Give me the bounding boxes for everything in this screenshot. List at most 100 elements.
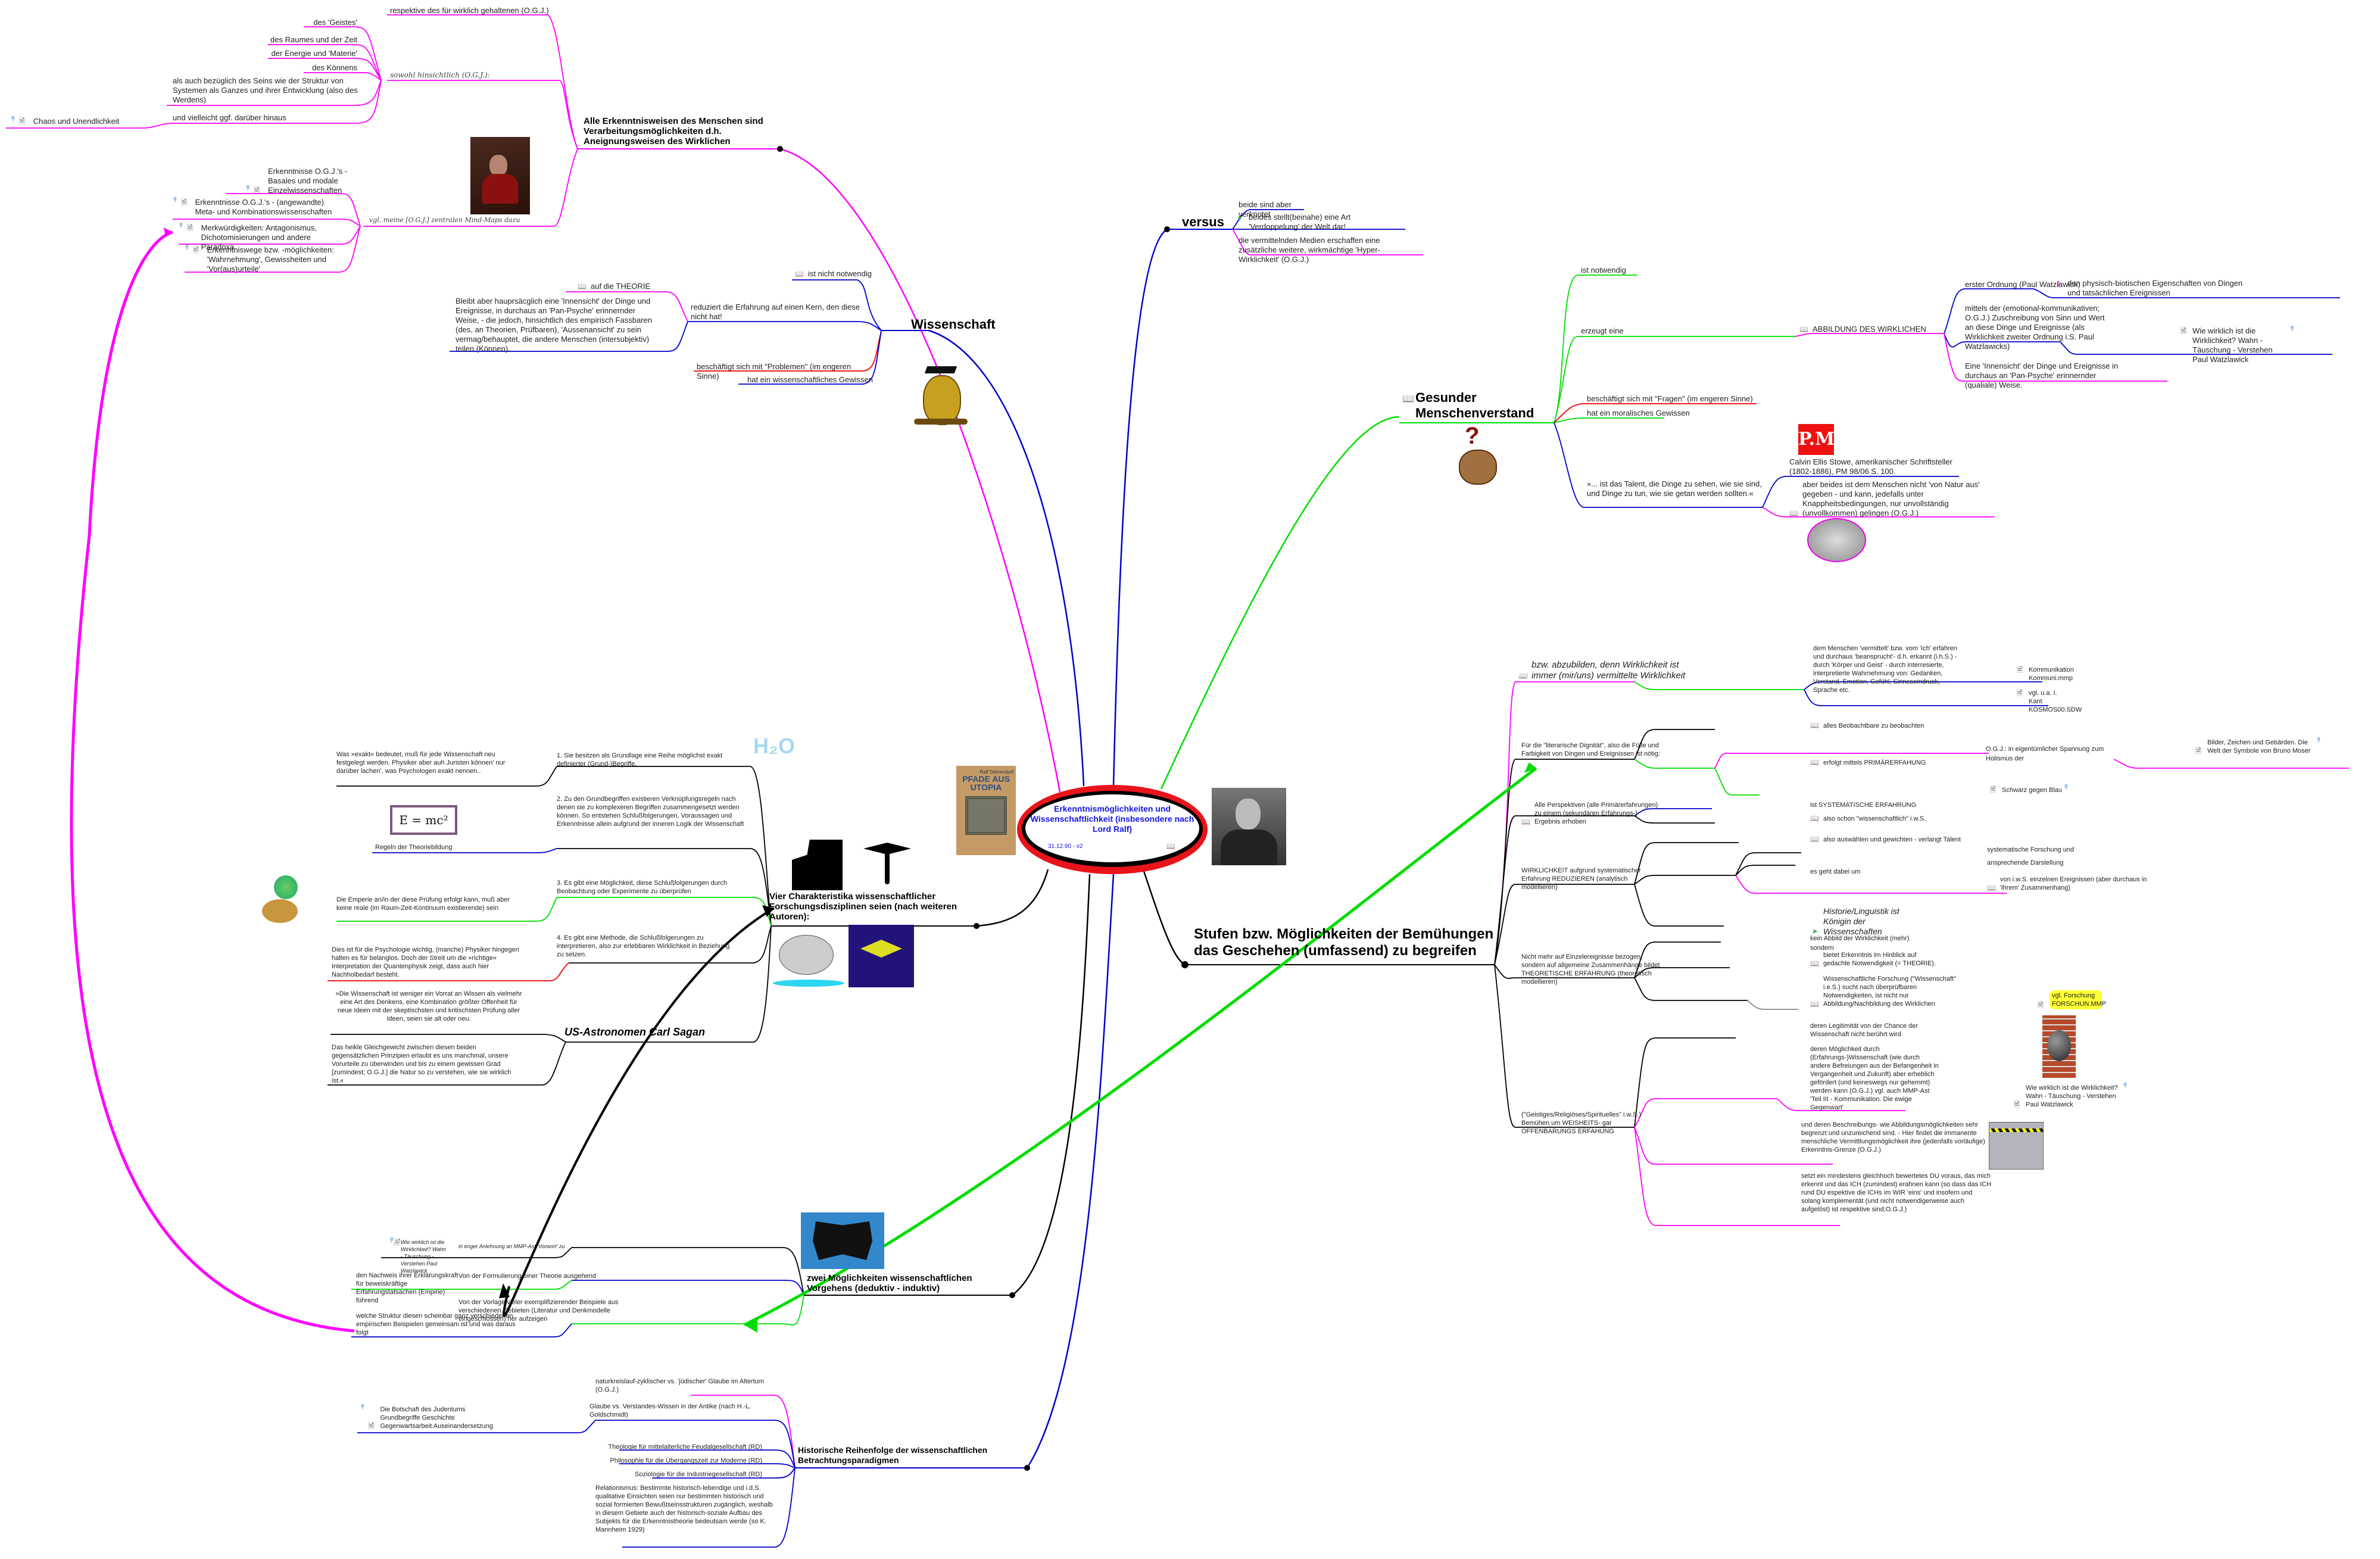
link-arrow-icon[interactable]: ❜ — [2289, 322, 2295, 341]
gesunder-physisch[interactable]: ⇓den physisch-biotischen Eigenschaften v… — [2055, 279, 2243, 297]
link-arrow-icon[interactable]: ❜ — [245, 182, 251, 200]
gesunder-erzeugt-eine[interactable]: erzeugt eine — [1581, 326, 1624, 335]
stufen-historie[interactable]: ➤Historie/Linguistik ist Königin der Wis… — [1811, 906, 1899, 936]
stufen-wiss-forschung[interactable]: 📖Wissenschaftliche Forschung ("Wissensch… — [1810, 975, 1956, 1008]
sowohl-item[interactable]: des Könnens — [312, 63, 357, 72]
vier-c4-note[interactable]: Dies ist für die Psychologie wichtig, (m… — [332, 946, 519, 978]
vier-sagan-q1[interactable]: »Die Wissenschaft ist weniger ein Vorrat… — [335, 990, 522, 1022]
historisch-item[interactable]: Relationismus: Bestimmte historisch-lebe… — [595, 1485, 773, 1533]
stufen-kommunikation[interactable]: 🗎Kommunikation Kommuni.mmp — [2016, 666, 2075, 682]
branch-historisch-title[interactable]: Historische Reihenfolge der wissenschaft… — [798, 1445, 988, 1465]
branch-zwei-title[interactable]: zwei Möglichkeiten wissenschaftlichen Vo… — [807, 1273, 972, 1293]
stufen-primaer[interactable]: 📖erfolgt mittels PRIMÄRERFAHUNG — [1810, 758, 1926, 766]
versus-item[interactable]: die vermittelnden Medien erschaffen eine… — [1239, 236, 1381, 264]
branch-vier-title[interactable]: Vier Charakteristika wissenschaftlicher … — [769, 891, 957, 922]
alle-vgl-meine[interactable]: vgl. meine [O.G.J.] zentralen Mind-Maps … — [369, 216, 520, 224]
link-arrow-icon[interactable]: ❜ — [185, 241, 190, 260]
gesunder-talent[interactable]: »... ist das Talent, die Dinge zu sehen,… — [1587, 479, 1762, 498]
branch-alle-title[interactable]: Alle Erkenntnisweisen des Menschen sind … — [584, 116, 763, 146]
sowohl-item[interactable]: der Energie und 'Materie' — [271, 49, 357, 58]
gesunder-abbildung[interactable]: 📖ABBILDUNG DES WIRKLICHEN — [1799, 325, 1926, 333]
versus-item[interactable]: ●beides stellt(beinahe) eine Art 'Verdop… — [1236, 213, 1408, 232]
gesunder-wie-wirklich[interactable]: 🗎Wie wirklich ist die Wirklichkeit? Wahn… — [2179, 322, 2340, 364]
vgl-item[interactable]: ❜ 🗎 Merkwürdigkeiten: Antagonismus, Dich… — [179, 219, 317, 251]
link-arrow-icon[interactable]: ❜ — [173, 194, 178, 212]
link-arrow-icon[interactable]: ❜ — [2063, 781, 2069, 800]
link-arrow-icon[interactable]: ❜ — [2123, 1080, 2128, 1097]
stufen-systematisch[interactable]: ist SYSTEMATISCHE ERFAHRUNG — [1810, 802, 1917, 809]
gesunder-fragen[interactable]: beschäftigt sich mit "Fragen" (im engere… — [1587, 394, 1753, 403]
gesunder-mittels[interactable]: mittels der (emotional-kommunikativen; O… — [1965, 304, 2105, 351]
stufen-einzelnen[interactable]: 📖von i.w.S. einzelnen Ereignissen (aber … — [1987, 876, 2147, 892]
historisch-item[interactable]: Glaube vs. Verstandes-Wissen in der Anti… — [589, 1403, 751, 1418]
zwei-formulierung[interactable]: Von der Formulierung einer Theorie ausge… — [458, 1273, 596, 1280]
stufen-bietet[interactable]: 📖bietet Erkenntnis im Hinblick auf gedac… — [1810, 952, 1936, 968]
stufen-schwarz[interactable]: 🗎Schwarz gegen Blau ❜ — [1989, 781, 2120, 800]
sowohl-item[interactable]: des 'Geistes' — [313, 18, 357, 27]
vier-c1-note[interactable]: Was »exakt« bedeutet, muß für jede Wisse… — [336, 751, 506, 775]
alle-sowohl[interactable]: sowohl hinsichtlich (O.G.J.): — [390, 71, 490, 79]
stufen-beobachten[interactable]: 📖alles Beobachtbare zu beobachten — [1810, 721, 1924, 729]
gesunder-aber-beides[interactable]: 📖aber beides ist dem Menschen nicht 'von… — [1789, 480, 1980, 517]
wiss-ist-nicht-notwendig[interactable]: 📖ist nicht notwendig — [795, 269, 872, 278]
gesunder-innensicht[interactable]: Eine 'Innensicht' der Dinge und Ereignis… — [1965, 361, 2119, 389]
vier-sagan[interactable]: US-Astronomen Carl Sagan — [564, 1026, 706, 1038]
link-arrow-icon[interactable]: ❜ — [179, 219, 184, 238]
wiss-gewissen[interactable]: hat ein wissenschaftliches Gewissen — [747, 375, 873, 384]
stufen-beschreibung[interactable]: und deren Beschreibungs- wie Abbildungsm… — [1801, 1121, 1985, 1153]
vgl-item[interactable]: ❜ 🗎 Erkenntnisse O.G.J.'s - (angewandte)… — [173, 194, 332, 216]
gesunder-moral[interactable]: hat ein moralisches Gewissen — [1587, 409, 1690, 417]
wiss-bleibt-aber[interactable]: Bleibt aber hauprsäcglich eine 'Innensic… — [456, 297, 652, 353]
historisch-item[interactable]: Theologie für mittelalterliche Feudalges… — [608, 1443, 762, 1451]
stufen-setzt[interactable]: setzt ein mindestens gleichhoch bewertet… — [1801, 1173, 1992, 1213]
stufen-vgl-forschung[interactable]: 🗎vgl. Forschung FORSCHUN.MMP — [2036, 990, 2114, 1009]
stufen-geistiges[interactable]: ("Geistiges/Religiöses/Spirituelles" i.w… — [1521, 1111, 1641, 1135]
vgl-item[interactable]: ❜ 🗎 Erkenntnisse O.G.J.'s - Basales und … — [245, 167, 348, 200]
zwei-struktur[interactable]: welche Struktur diesen scheinbar ganz ve… — [356, 1312, 516, 1336]
stufen-dem-menschen[interactable]: dem Menschen 'vermittelt' bzw. vom 'Ich'… — [1813, 645, 1957, 694]
stufen-ogj-spannung[interactable]: O.G.J.: in eigentümlicher Spannung zum H… — [1986, 746, 2104, 762]
vier-c4[interactable]: 4. Es gibt eine Methode, die Schlußfolge… — [557, 934, 730, 958]
branch-stufen-title[interactable]: Stufen bzw. Möglichkeiten der Bemühungen… — [1194, 926, 1494, 959]
stufen-reduzieren[interactable]: WIRKLICHKEIT aufgrund systematischer Erf… — [1521, 867, 1641, 891]
stufen-legitimitaet[interactable]: deren Legitimität von der Chance der Wis… — [1810, 1022, 1918, 1038]
stufen-also-schon[interactable]: 📖also schon "wissenschaftlich" i.w.S. — [1810, 814, 1926, 822]
vier-c2-note[interactable]: Regeln der Theoriebildung — [375, 844, 453, 851]
link-arrow-icon[interactable]: ❜ — [11, 113, 16, 131]
stufen-kant[interactable]: 🗎vgl. u.a. I. Kant KOSMOS00.SDW — [2016, 689, 2082, 714]
branch-gesunder-title[interactable]: 📖Gesunder Menschenverstand — [1402, 390, 1534, 420]
link-arrow-icon[interactable]: ❜ — [2316, 734, 2322, 752]
branch-versus-title[interactable]: versus — [1182, 214, 1224, 229]
vier-c3-note[interactable]: Die Emperie an/in der diese Prüfung erfo… — [336, 896, 510, 912]
stufen-kein-abbild[interactable]: kein Abbild der Wirklichkeit (mehr) sond… — [1810, 935, 1910, 952]
book-icon[interactable]: 📖 — [1166, 842, 1175, 850]
zwei-vorlage[interactable]: Von der Vorlage vieler exemplifizierende… — [458, 1299, 619, 1323]
gesunder-calvin[interactable]: Calvin Ellis Stowe, amerikanischer Schri… — [1789, 457, 1952, 476]
stufen-es-geht[interactable]: es geht dabei um — [1810, 868, 1861, 875]
alle-als-auch[interactable]: als auch bezüglich des Seins wie der Str… — [173, 76, 358, 104]
wiss-probleme[interactable]: beschäftigt sich mit "Problemen" (im eng… — [697, 362, 851, 381]
vier-c2[interactable]: 2. Zu den Grundbegriffen existieren Verk… — [557, 796, 744, 828]
versus-item[interactable]: beide sind aber verknotet — [1239, 200, 1292, 219]
zwei-wie-wirklich[interactable]: ❜ 🗎Wie wirklich ist die Wirklichkeit? Wa… — [387, 1234, 447, 1274]
historisch-judentum[interactable]: ❜ 🗎Die Botschaft des Judentums Grundbegr… — [360, 1401, 494, 1430]
vier-c1[interactable]: 1. Sie besitzen als Grundlage eine Reihe… — [557, 752, 723, 768]
stufen-dignitaet[interactable]: Für die "literarische Dignität", also di… — [1521, 742, 1660, 757]
stufen-darstellung[interactable]: ansprechende Darstellung — [1987, 859, 2064, 866]
historisch-item[interactable]: naturkreislauf-zyklischer vs. 'jüdischer… — [595, 1378, 764, 1393]
link-arrow-icon[interactable]: ❜ — [387, 1234, 392, 1252]
stufen-perspektiven[interactable]: 📖Alle Perspektiven (alle Primärerfahrung… — [1521, 802, 1658, 826]
stufen-auswaehlen[interactable]: 📖also auswählen und gewichten - verlangt… — [1810, 835, 1961, 843]
branch-wissenschaft-title[interactable]: Wissenschaft — [911, 317, 996, 332]
vier-c3[interactable]: 3. Es gibt eine Möglichkeit, diese Schlu… — [557, 880, 728, 895]
stufen-abzubilden[interactable]: 📖bzw. abzubilden, denn Wirklichkeit ist … — [1518, 660, 1686, 681]
stufen-nicht-mehr[interactable]: Nicht mehr auf Einzelereignisse bezogen,… — [1521, 953, 1660, 986]
stufen-moeglichkeit[interactable]: deren Möglichkeit durch (Erfahrungs-)Wis… — [1810, 1046, 1939, 1111]
wiss-auf-die-theorie[interactable]: 📖auf die THEORIE — [578, 282, 651, 291]
link-chaos[interactable]: ❜ 🗎 Chaos und Unendlichkeit — [11, 113, 154, 131]
stufen-forschung-und[interactable]: systematische Forschung und — [1987, 846, 2075, 853]
gesunder-ist-notwendig[interactable]: ist notwendig — [1581, 266, 1626, 275]
central-topic[interactable]: Erkenntnismöglichkeiten und Wissenschaft… — [1017, 785, 1208, 874]
vier-sagan-q2[interactable]: Das heikle Gleichgewicht zwischen diesen… — [332, 1044, 511, 1084]
stufen-wie-wirklich[interactable]: 🗎Wie wirklich ist die Wirklichkeit? Wahn… — [2013, 1080, 2156, 1109]
